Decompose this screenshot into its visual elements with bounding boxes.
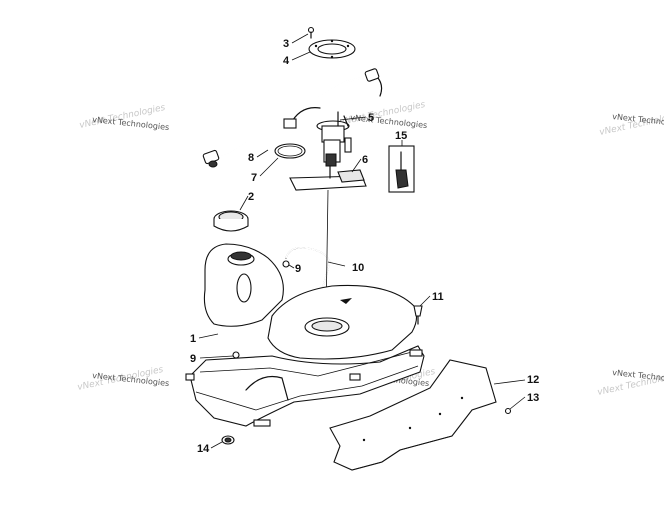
watermark-right-top: vNext Technologies vNext Technologies [599, 110, 664, 138]
level-sender-part [289, 165, 367, 191]
callout-1: 1 [190, 333, 196, 345]
gasket-ring-part [308, 39, 356, 59]
grommet-part [221, 435, 235, 445]
callout-9-upper: 9 [295, 263, 301, 275]
callout-4: 4 [283, 55, 290, 67]
watermark-left-bottom: vNext Technologies vNext Technologies [77, 365, 170, 393]
callout-6: 6 [362, 154, 368, 166]
callout-5: 5 [368, 112, 374, 124]
callout-3: 3 [283, 38, 289, 50]
callout-9-lower: 9 [190, 353, 196, 365]
sender-clip-part [388, 145, 415, 193]
vent-hose-part [285, 247, 331, 291]
callout-2: 2 [248, 191, 254, 203]
clamp-part-lower [232, 351, 240, 359]
fuel-cap-part [213, 210, 249, 232]
watermark-center-top: vNext Technologies vNext Technologies [339, 100, 428, 130]
callout-12: 12 [527, 374, 539, 386]
shield-screw-part [504, 407, 512, 415]
clamp-part-upper [282, 260, 290, 268]
bolt-part [413, 305, 423, 325]
callout-8: 8 [248, 152, 254, 164]
screw-part [307, 26, 315, 39]
watermark-left-top: vNext Technologies vNext Technologies [79, 103, 170, 132]
fuel-hose-part [202, 68, 383, 168]
callout-10: 10 [352, 262, 364, 274]
heat-shield-part [329, 359, 497, 471]
callout-15: 15 [395, 130, 407, 142]
callout-7: 7 [251, 172, 257, 184]
fuel-tank-part [185, 243, 425, 427]
callout-13: 13 [527, 392, 539, 404]
callout-11: 11 [432, 291, 444, 303]
leader-lines [198, 33, 526, 449]
o-ring-part [274, 143, 306, 159]
callout-14: 14 [197, 443, 210, 455]
fuel-pump-part [283, 107, 352, 167]
watermark-right-bottom: vNext Technologies vNext Technologies [597, 368, 664, 398]
